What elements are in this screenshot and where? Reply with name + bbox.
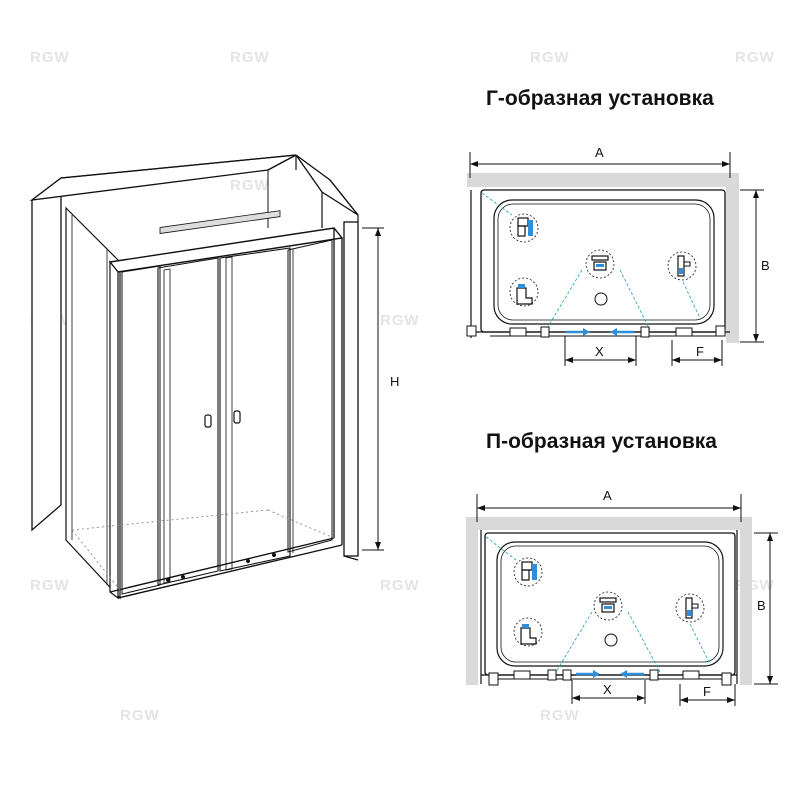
shower-panel-icon [667,251,697,281]
top-plan-title: Г-образная установка [486,87,714,110]
bottom-width-label: A [603,488,612,503]
back-wall [466,517,752,530]
top-fixed-label: F [696,344,704,359]
bottom-plan-title: П-образная установка [486,430,717,453]
top-depth-label: B [761,258,770,273]
height-label: H [390,374,399,389]
shower-panel-icon [675,593,705,623]
bottom-plan: A B [466,488,778,706]
right-wall-edge [343,221,359,557]
drain-icon [604,633,618,647]
back-wall [467,173,739,187]
opening-arrows [576,670,644,678]
right-wall [740,517,752,685]
top-plan: A B [466,145,770,366]
left-wall-front [31,176,62,532]
height-dimension: H [362,227,399,551]
wall-top-right [295,154,359,216]
shower-head-icon [593,591,623,621]
bottom-fixed-label: F [703,684,711,699]
bottom-depth-label: B [757,598,766,613]
tap-icon [513,617,543,647]
shower-head-icon [585,249,615,279]
watermark: RGW [230,49,270,66]
roller-housing [159,210,281,234]
toilet-icon [513,557,543,587]
watermark: RGW [120,707,160,724]
door-handle-left [204,414,212,428]
watermark: RGW [540,707,580,724]
door-handle-right [233,410,241,424]
top-opening-label: X [595,344,604,359]
opening-arrows [566,328,634,336]
watermark: RGW [530,49,570,66]
watermark: RGW [30,49,70,66]
watermark: RGW [735,49,775,66]
toilet-icon [509,213,539,243]
watermark: RGW [230,177,270,194]
perspective-view: H [29,154,399,600]
sliding-doors [121,239,333,595]
watermark: RGW [380,312,420,329]
tap-icon [509,277,539,307]
left-wall [466,517,478,685]
watermark: RGW [30,577,70,594]
side-wall [726,173,739,343]
bottom-opening-label: X [603,682,612,697]
top-width-label: A [595,145,604,160]
bottom-rollers [166,553,276,582]
watermark: RGW [380,577,420,594]
drain-icon [594,292,608,306]
watermark-layer: RGW RGW RGW RGW RGW RGW RGW RGW RGW RGW … [30,49,775,724]
